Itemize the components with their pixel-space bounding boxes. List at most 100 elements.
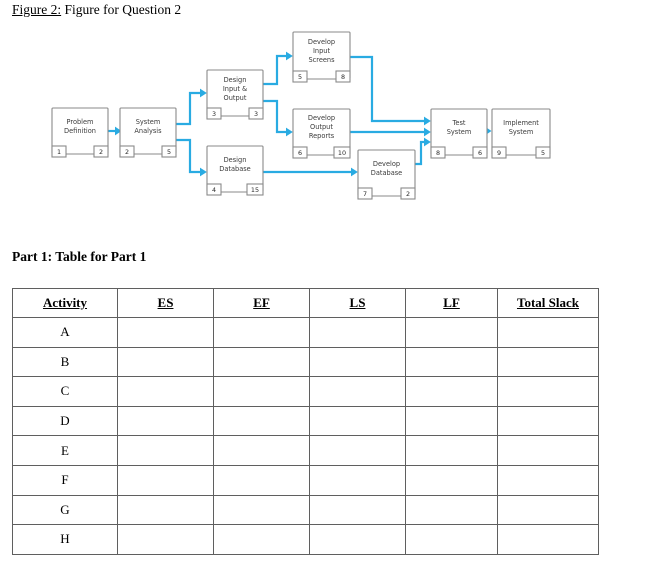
node-test-system-right-number: 6 bbox=[478, 149, 482, 157]
cell-total-slack[interactable] bbox=[497, 524, 599, 555]
table-row: C bbox=[12, 376, 599, 407]
table-row: G bbox=[12, 494, 599, 526]
cell-ls[interactable] bbox=[309, 494, 406, 526]
node-design-input-output-line-2: Output bbox=[224, 94, 247, 102]
cell-ls[interactable] bbox=[309, 524, 406, 555]
node-implement-system-line-0: Implement bbox=[503, 119, 539, 127]
table-header-row: Activity ES EF LS LF Total Slack bbox=[12, 288, 599, 318]
cell-ls[interactable] bbox=[309, 464, 406, 496]
column-header-ls: LS bbox=[309, 288, 406, 318]
node-design-input-output-right-number: 3 bbox=[254, 110, 258, 118]
cell-lf[interactable] bbox=[405, 435, 498, 466]
cell-total-slack[interactable] bbox=[497, 346, 599, 378]
cell-ef[interactable] bbox=[213, 464, 310, 496]
column-header-lf-label: LF bbox=[443, 295, 460, 310]
column-header-ef: EF bbox=[213, 288, 310, 318]
node-system-analysis-line-1: Analysis bbox=[134, 127, 162, 135]
edge-system-to-design-io bbox=[176, 91, 201, 126]
cell-ls[interactable] bbox=[309, 317, 406, 348]
node-design-input-output-line-1: Input & bbox=[223, 85, 247, 93]
node-test-system-line-0: Test bbox=[452, 119, 466, 127]
cell-ls[interactable] bbox=[309, 376, 406, 407]
node-system-analysis: System Analysis 2 5 bbox=[119, 107, 177, 158]
cell-lf[interactable] bbox=[405, 346, 498, 378]
cell-lf[interactable] bbox=[405, 494, 498, 526]
cell-total-slack[interactable] bbox=[497, 494, 599, 526]
node-develop-database-right-number: 2 bbox=[406, 190, 410, 198]
table-row: E bbox=[12, 435, 599, 466]
cell-activity: F bbox=[12, 464, 118, 496]
node-design-database-left-number: 4 bbox=[212, 186, 216, 194]
cell-es[interactable] bbox=[117, 405, 214, 437]
node-design-database-right-number: 15 bbox=[251, 186, 259, 194]
cell-es[interactable] bbox=[117, 524, 214, 555]
node-develop-output-reports-right-number: 10 bbox=[338, 149, 346, 157]
arrowhead-problem-to-system bbox=[115, 126, 122, 136]
cell-ef[interactable] bbox=[213, 317, 310, 348]
cell-activity: B bbox=[12, 346, 118, 378]
arrowhead-develop-db-to-test bbox=[424, 137, 431, 147]
cell-es[interactable] bbox=[117, 346, 214, 378]
cell-ef[interactable] bbox=[213, 376, 310, 407]
cell-activity: G bbox=[12, 494, 118, 526]
cell-es[interactable] bbox=[117, 317, 214, 348]
table-row: H bbox=[12, 524, 599, 555]
node-implement-system-right-number: 5 bbox=[541, 149, 545, 157]
node-design-database-line-0: Design bbox=[224, 156, 247, 164]
node-develop-database-line-1: Database bbox=[371, 169, 402, 177]
cell-es[interactable] bbox=[117, 435, 214, 466]
node-develop-database-left-number: 7 bbox=[363, 190, 367, 198]
node-develop-input-screens-line-1: Input bbox=[313, 47, 330, 55]
edge-system-to-design-db bbox=[176, 138, 201, 174]
node-test-system: Test System 8 6 bbox=[430, 108, 488, 159]
cell-ef[interactable] bbox=[213, 494, 310, 526]
edge-design-io-to-output-reports bbox=[263, 99, 287, 134]
cell-total-slack[interactable] bbox=[497, 464, 599, 496]
node-problem-definition-right-number: 2 bbox=[99, 148, 103, 156]
cell-es[interactable] bbox=[117, 464, 214, 496]
table-row: B bbox=[12, 346, 599, 378]
node-develop-input-screens-right-number: 8 bbox=[341, 73, 345, 81]
node-develop-input-screens: Develop Input Screens 5 8 bbox=[292, 31, 351, 83]
node-design-input-output: Design Input & Output 3 3 bbox=[206, 69, 264, 120]
cell-lf[interactable] bbox=[405, 376, 498, 407]
cell-ef[interactable] bbox=[213, 346, 310, 378]
cell-total-slack[interactable] bbox=[497, 435, 599, 466]
cell-lf[interactable] bbox=[405, 524, 498, 555]
cell-total-slack[interactable] bbox=[497, 317, 599, 348]
cell-ef[interactable] bbox=[213, 435, 310, 466]
cell-ls[interactable] bbox=[309, 435, 406, 466]
figure-label: Figure 2: bbox=[12, 2, 62, 17]
column-header-activity-label: Activity bbox=[42, 295, 88, 310]
column-header-total-slack-label: Total Slack bbox=[516, 295, 579, 310]
table-row: D bbox=[12, 405, 599, 437]
cell-es[interactable] bbox=[117, 376, 214, 407]
cell-lf[interactable] bbox=[405, 405, 498, 437]
node-problem-definition: Problem Definition 1 2 bbox=[51, 107, 109, 158]
node-test-system-line-1: System bbox=[447, 128, 472, 136]
cell-ef[interactable] bbox=[213, 405, 310, 437]
column-header-ls-label: LS bbox=[349, 295, 366, 310]
figure-caption-text: Figure for Question 2 bbox=[61, 2, 182, 17]
column-header-activity: Activity bbox=[12, 288, 118, 318]
part1-table: Activity ES EF LS LF Total Slack A B C bbox=[12, 288, 599, 555]
network-diagram: Problem Definition 1 2 System Analysis 2… bbox=[0, 22, 650, 222]
node-system-analysis-right-number: 5 bbox=[167, 148, 171, 156]
cell-total-slack[interactable] bbox=[497, 376, 599, 407]
cell-ls[interactable] bbox=[309, 405, 406, 437]
cell-lf[interactable] bbox=[405, 464, 498, 496]
node-develop-output-reports-line-1: Output bbox=[310, 123, 333, 131]
cell-total-slack[interactable] bbox=[497, 405, 599, 437]
node-implement-system-left-number: 9 bbox=[497, 149, 501, 157]
arrowhead-system-to-design-db bbox=[200, 167, 207, 177]
node-develop-database: Develop Database 7 2 bbox=[357, 149, 416, 200]
cell-es[interactable] bbox=[117, 494, 214, 526]
cell-ef[interactable] bbox=[213, 524, 310, 555]
cell-ls[interactable] bbox=[309, 346, 406, 378]
arrowhead-design-io-to-input-screens bbox=[286, 51, 293, 61]
node-develop-input-screens-line-0: Develop bbox=[308, 38, 335, 46]
cell-activity: E bbox=[12, 435, 118, 466]
cell-lf[interactable] bbox=[405, 317, 498, 348]
node-develop-output-reports: Develop Output Reports 6 10 bbox=[292, 108, 351, 159]
column-header-lf: LF bbox=[405, 288, 498, 318]
